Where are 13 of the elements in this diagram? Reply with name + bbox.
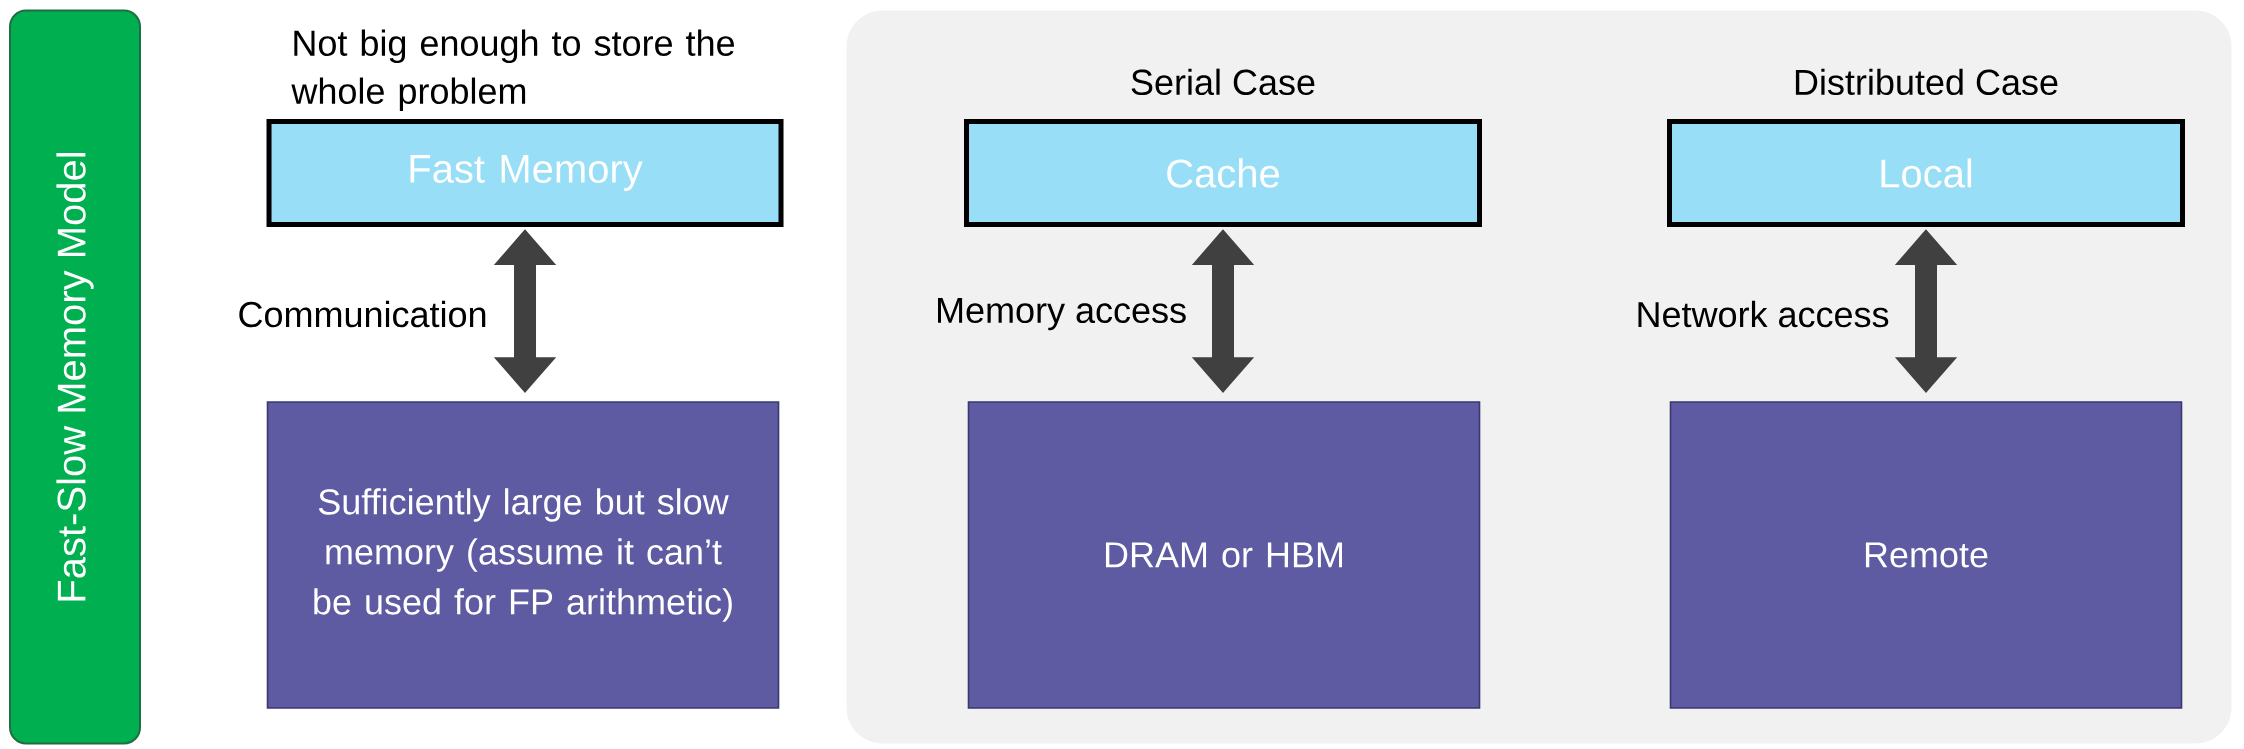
memory-box: DRAM or HBM [967,401,1481,709]
title-band: Fast-Slow Memory Model [9,9,141,745]
memory-box: Cache [964,119,1482,227]
edge-label: Network access [1638,300,1889,328]
heading: Serial Case [1131,68,1315,96]
memory-box: Local [1667,119,2185,227]
heading: Distributed Case [1795,68,2058,96]
edge-label: Communication [239,300,486,328]
memory-box: Fast Memory [266,119,784,227]
memory-box: Remote [1669,401,2183,709]
heading: Not big enough to store the whole problem [291,29,734,112]
edge-label: Memory access [938,297,1186,331]
memory-box: Sufficiently large but slow memory (assume it can’t be used for FP arithmetic) [266,401,780,709]
